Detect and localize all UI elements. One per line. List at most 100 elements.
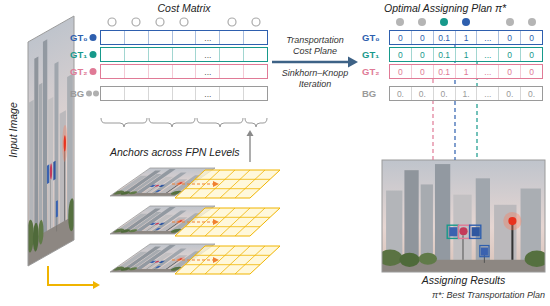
matrix-cell: ...: [196, 31, 220, 44]
row-label: GT₁: [362, 47, 389, 62]
matrix-cell: 0.: [412, 87, 434, 100]
block-title: Input Image: [7, 95, 20, 165]
title-holder: Assigning Results: [382, 274, 545, 287]
fpn-level: [108, 244, 280, 274]
block-title: Cost Matrix: [100, 2, 268, 15]
matrix-cell: [101, 87, 125, 100]
cell-value: 1.: [462, 89, 469, 99]
anchor-circle: [132, 18, 140, 26]
matrix-cell: 0: [499, 65, 521, 78]
row-label: GT₂: [70, 64, 100, 79]
cell-value: ...: [484, 50, 491, 60]
detection-box: [447, 225, 458, 238]
detection-box: [458, 225, 469, 238]
cell-value: 0: [507, 50, 512, 60]
cell-value: 0: [398, 67, 403, 77]
gt-dot: [90, 34, 97, 41]
arrowhead: [348, 57, 358, 68]
matrix-cell: [173, 65, 197, 78]
matrix-cell: [149, 65, 173, 78]
matrix-cell: [149, 48, 173, 61]
matrix-cell: 0.: [499, 87, 521, 100]
matrix-cell: ...: [196, 48, 220, 61]
anchor-circle: [108, 18, 116, 26]
connector: [247, 130, 254, 162]
anchor-grid: [175, 246, 280, 274]
brace: [245, 118, 267, 127]
matrix-cells: ...: [100, 64, 268, 79]
cell-value: 0: [529, 33, 534, 43]
cell-value: ...: [204, 33, 211, 43]
connector: [272, 57, 358, 68]
cell-value: ...: [204, 89, 211, 99]
connector: [48, 266, 100, 289]
matrix-cell: 1: [456, 48, 478, 61]
matrix-cell: 0: [390, 48, 412, 61]
cell-value: 0.: [419, 89, 426, 99]
cell-value: 0: [420, 33, 425, 43]
matrix-cell: 0: [521, 65, 542, 78]
brace: [197, 118, 243, 127]
matrix-cell: ...: [477, 48, 499, 61]
matrix-cells: 000.11...00: [389, 47, 543, 62]
matrix-cell: 0: [412, 48, 434, 61]
cell-value: 1: [464, 33, 469, 43]
cell-value: 1: [464, 67, 469, 77]
cell-value: 0: [398, 50, 403, 60]
note-text: π*: Best Transportation Plan: [392, 290, 545, 301]
matrix-cells: ...: [100, 47, 268, 62]
braces: [101, 118, 267, 127]
matrix-cells: ...: [100, 86, 268, 101]
matrix-cell: 0: [412, 65, 434, 78]
projection-arrow: [172, 222, 214, 223]
edge-label: Transportation Cost Plane: [279, 35, 351, 57]
matrix-cell: [244, 65, 267, 78]
matrix-cell: 0: [521, 48, 542, 61]
photo-frame: [382, 160, 545, 272]
matrix-cells: ...: [100, 30, 268, 45]
title-holder: Anchors across FPN Levels: [110, 146, 240, 159]
edge-label-holder: Transportation Cost Plane: [279, 35, 351, 57]
matrix-row: BG0.0.0.1....0.0.: [358, 86, 546, 101]
matrix-row: GT₀...: [68, 30, 272, 45]
cell-value: 0: [420, 50, 425, 60]
brace: [101, 118, 147, 127]
matrix-cell: [220, 31, 244, 44]
matrix-cells: 0.0.0.1....0.0.: [389, 86, 543, 101]
photo-frame: [28, 16, 74, 266]
matrix-cell: ...: [477, 87, 499, 100]
matrix-cell: 0.: [521, 87, 542, 100]
cell-value: 0.: [506, 89, 513, 99]
matrix-row: BG...: [68, 86, 272, 101]
cell-value: 0.: [397, 89, 404, 99]
connector: [455, 45, 456, 160]
assign-circle: [418, 18, 426, 26]
matrix-cell: [125, 31, 149, 44]
matrix-row: GT₀000.11...00: [358, 30, 546, 45]
assign-circle: [396, 18, 404, 26]
connector-line: [48, 266, 96, 285]
row-label: GT₀: [362, 30, 389, 45]
cell-value: ...: [484, 33, 491, 43]
cell-value: ...: [484, 67, 491, 77]
detection-box: [470, 225, 481, 238]
matrix-cell: ...: [477, 31, 499, 44]
connector-line: [454, 45, 455, 160]
row-label: GT₀: [70, 30, 100, 45]
anchor-circles: [108, 18, 260, 26]
matrix-row: GT₂...: [68, 64, 272, 79]
row-label: BG: [70, 86, 100, 101]
fpn-level: [108, 168, 280, 198]
matrix-cell: 0: [390, 31, 412, 44]
note-holder: π*: Best Transportation Plan: [392, 290, 545, 301]
matrix-cell: ...: [196, 65, 220, 78]
brace: [149, 118, 195, 127]
matrix-cell: 0: [390, 65, 412, 78]
cell-value: 0: [507, 67, 512, 77]
matrix-cell: ...: [196, 87, 220, 100]
matrix-cell: [244, 48, 267, 61]
matrix-cell: 0.1: [434, 65, 456, 78]
assign-circle: [462, 18, 470, 26]
